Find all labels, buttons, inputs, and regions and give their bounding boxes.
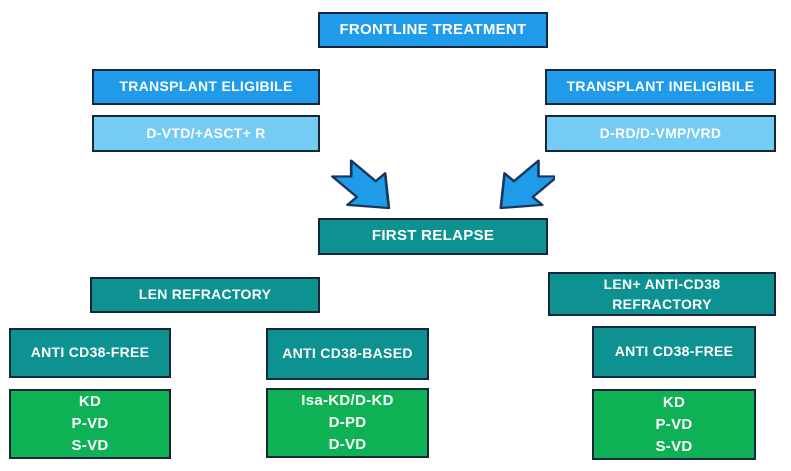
node-frontline-treatment-label: FRONTLINE TREATMENT [339,20,527,38]
node-regimens-cd38-free-left: KD P-VD S-VD [9,389,171,459]
regimen-line: Isa-KD/D-KD [301,392,394,409]
node-transplant-eligible-label: TRANSPLANT ELIGIBILE [119,78,293,95]
regimen-line: P-VD [655,415,693,433]
node-first-relapse-label: FIRST RELAPSE [371,227,495,245]
node-len-anti-cd38-refractory-line2: REFRACTORY [612,296,712,312]
node-anti-cd38-based-label: ANTI CD38-BASED [282,345,413,362]
node-len-refractory: LEN REFRACTORY [90,277,320,313]
node-len-anti-cd38-refractory-line1: LEN+ ANTI-CD38 [603,276,721,292]
regimen-line: KD [662,393,686,411]
arrow-down-left-icon [499,159,555,210]
node-eligible-regimen: D-VTD/+ASCT+ R [92,115,320,152]
node-anti-cd38-free-right: ANTI CD38-FREE [592,326,756,378]
node-transplant-ineligible: TRANSPLANT INELIGIBILE [545,69,776,105]
regimen-line: D-PD [328,414,367,431]
node-frontline-treatment: FRONTLINE TREATMENT [318,12,548,48]
regimen-line: P-VD [71,415,109,432]
node-anti-cd38-free-right-label: ANTI CD38-FREE [614,343,734,360]
node-anti-cd38-free-left-label: ANTI CD38-FREE [30,344,150,361]
node-transplant-eligible: TRANSPLANT ELIGIBILE [92,69,320,105]
node-regimens-cd38-free-right: KD P-VD S-VD [592,389,756,460]
node-len-refractory-label: LEN REFRACTORY [138,286,272,303]
regimen-line: S-VD [71,437,109,454]
regimen-line: D-VD [328,436,367,453]
node-ineligible-regimen-label: D-RD/D-VMP/VRD [599,124,722,141]
node-len-anti-cd38-refractory: LEN+ ANTI-CD38 REFRACTORY [548,272,776,316]
node-transplant-ineligible-label: TRANSPLANT INELIGIBILE [566,78,755,95]
node-anti-cd38-free-left: ANTI CD38-FREE [9,328,171,378]
node-anti-cd38-based: ANTI CD38-BASED [266,328,429,380]
regimen-line: KD [78,393,102,410]
regimen-line: S-VD [655,437,693,455]
node-regimens-cd38-based: Isa-KD/D-KD D-PD D-VD [266,388,429,458]
node-eligible-regimen-label: D-VTD/+ASCT+ R [146,124,266,141]
node-first-relapse: FIRST RELAPSE [318,218,548,255]
arrow-down-right-icon [331,159,391,210]
node-ineligible-regimen: D-RD/D-VMP/VRD [545,115,776,152]
